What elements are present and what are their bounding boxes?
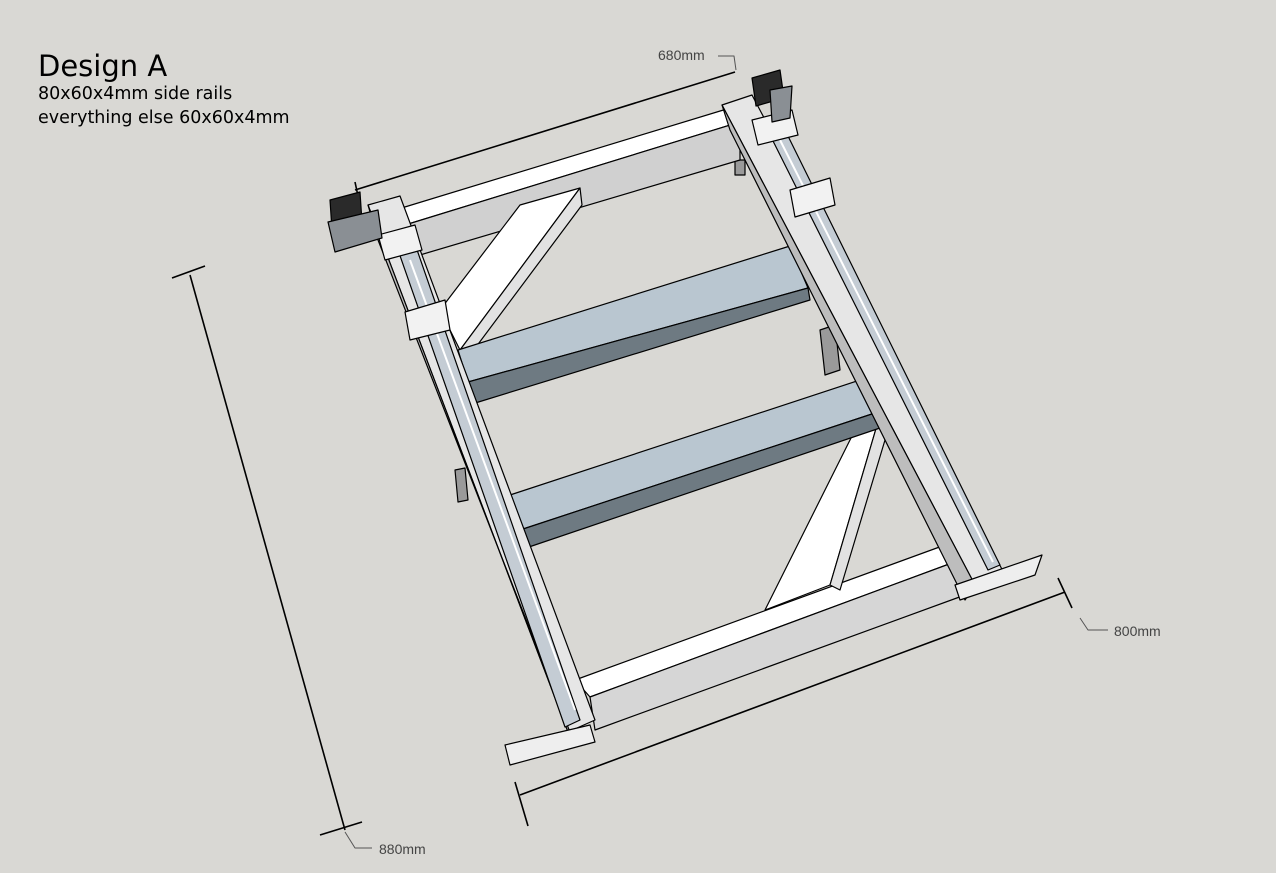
- stepper-motor-left: [327, 191, 383, 253]
- stepper-motor-right: [751, 69, 793, 123]
- dimension-880: [171, 265, 372, 849]
- right-side-rail: [721, 94, 1043, 601]
- diagonal-brace-bottom: [764, 414, 886, 611]
- dimension-label-800: 800mm: [1114, 623, 1161, 639]
- note-other-members: everything else 60x60x4mm: [38, 108, 290, 128]
- dimension-800: [514, 577, 1108, 827]
- design-title: Design A: [38, 49, 168, 83]
- dimension-label-880: 880mm: [379, 841, 426, 857]
- diagonal-brace-top: [439, 187, 583, 356]
- bearing-blocks: [377, 109, 836, 341]
- dimension-label-680: 680mm: [658, 47, 705, 63]
- top-cross-member: [394, 107, 741, 256]
- note-side-rails: 80x60x4mm side rails: [38, 84, 233, 104]
